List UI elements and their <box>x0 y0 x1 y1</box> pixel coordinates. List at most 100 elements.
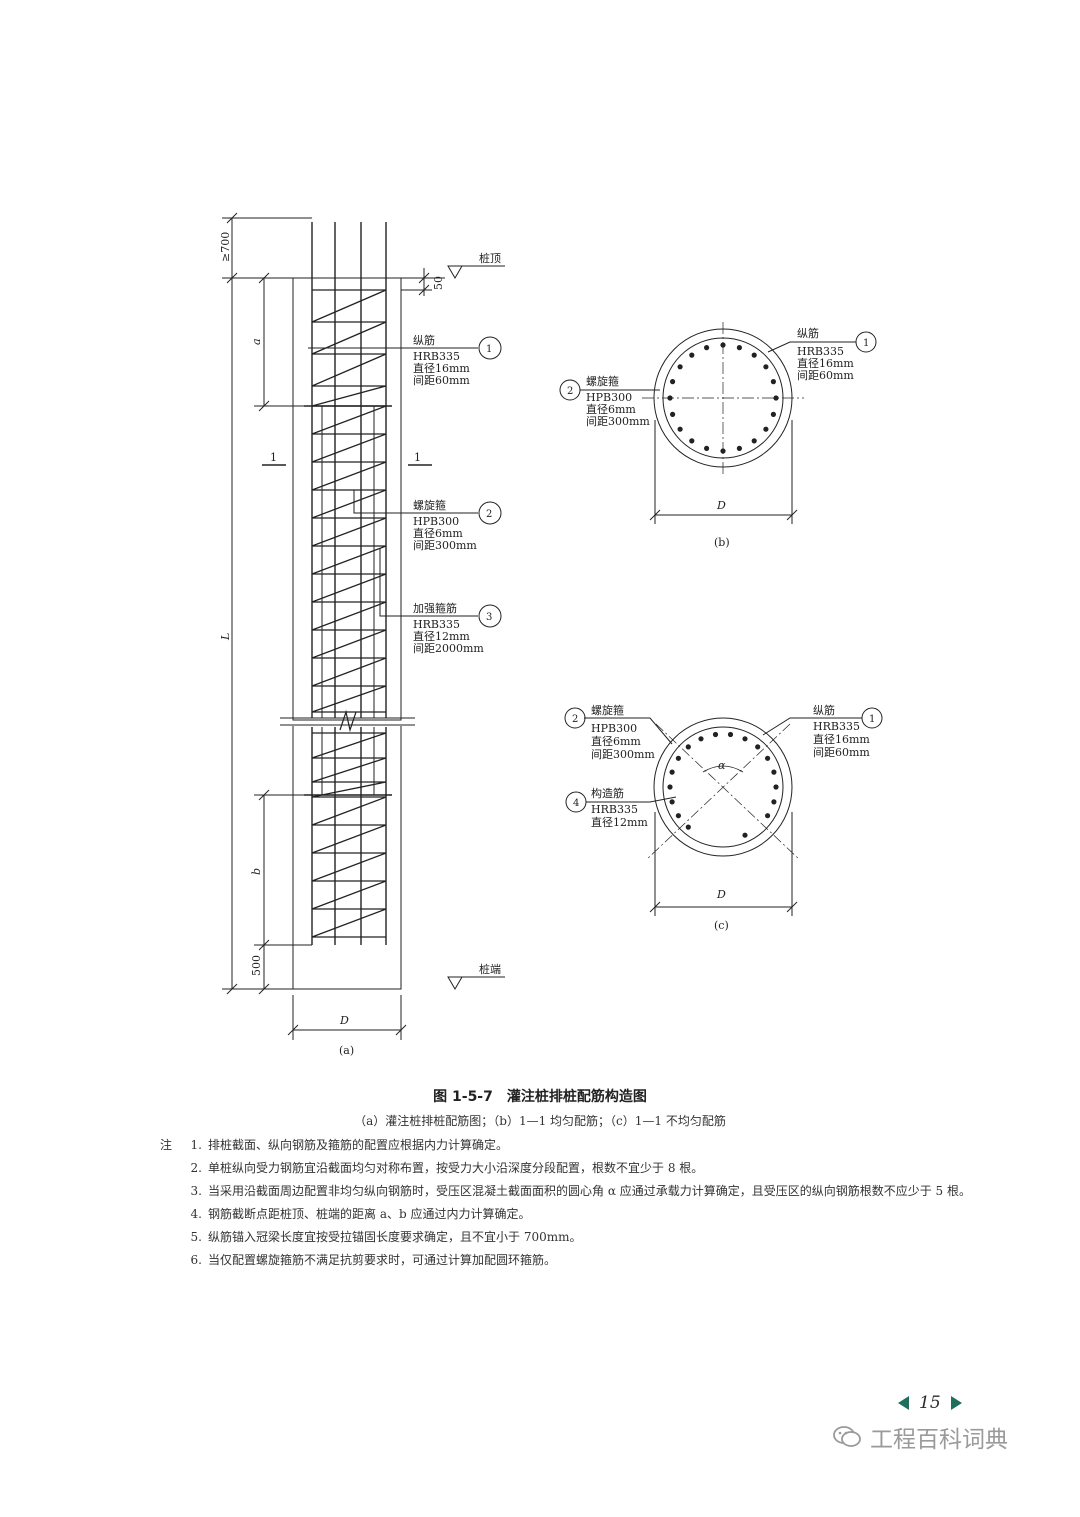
callout-circle-b-1 <box>855 331 877 353</box>
rebar-dot <box>669 799 675 805</box>
section-mark-right: 1 <box>414 451 421 464</box>
rebar-dot <box>720 342 726 348</box>
rebar-dot <box>720 448 726 454</box>
rebar-dot <box>755 744 761 750</box>
callout-circle-c-1 <box>861 707 883 729</box>
break-symbol <box>339 709 357 733</box>
rebar-dot <box>677 364 683 370</box>
rebar-dot <box>742 832 748 838</box>
notes-block: 注 1. 排桩截面、纵向钢筋及箍筋的配置应根据内力计算确定。 2. 单桩纵向受力… <box>160 1134 980 1272</box>
rebar-dot <box>698 736 704 742</box>
svg-text:构造筋: 构造筋 <box>591 786 624 800</box>
dim-700-label: ≥700 <box>219 232 232 262</box>
svg-text:间距300mm: 间距300mm <box>586 415 650 428</box>
watermark: 工程百科词典 <box>832 1420 1008 1454</box>
svg-text:螺旋箍: 螺旋箍 <box>591 703 624 717</box>
callout-num-b-1: 1 <box>863 338 869 349</box>
svg-text:螺旋箍: 螺旋箍 <box>586 374 619 388</box>
pile-section-outer <box>653 717 793 857</box>
section-mark-left: 1 <box>270 451 277 464</box>
rebar-dot <box>712 731 719 738</box>
svg-text:HPB300: HPB300 <box>591 722 637 735</box>
svg-text:HPB300: HPB300 <box>586 391 632 404</box>
rebar-dot <box>685 744 691 750</box>
svg-text:直径16mm: 直径16mm <box>813 732 870 746</box>
svg-text:直径12mm: 直径12mm <box>591 815 648 829</box>
leader-3 <box>379 548 478 617</box>
dim-50-label: 50 <box>432 276 445 290</box>
svg-text:间距60mm: 间距60mm <box>413 374 470 387</box>
rebar-dot <box>771 799 777 805</box>
rebar-dot <box>669 769 675 775</box>
rebar-dot <box>770 411 777 417</box>
svg-text:螺旋箍: 螺旋箍 <box>413 498 446 512</box>
rebar-dot <box>689 438 695 444</box>
figure-a-caption: (a) <box>339 1044 354 1057</box>
svg-text:纵筋: 纵筋 <box>413 333 435 347</box>
rebar-dot <box>667 784 673 790</box>
rebar-dot <box>773 784 779 790</box>
longitudinal-bars-uniform <box>667 342 779 454</box>
leader-2 <box>353 490 478 514</box>
page-number: 15 <box>919 1393 941 1413</box>
rebar-dot <box>742 736 748 742</box>
callout-circle-3 <box>478 604 502 628</box>
longitudinal-bars-nonuniform <box>667 731 779 838</box>
next-page-icon[interactable] <box>950 1396 962 1410</box>
callout-text-2: 螺旋箍 HPB300 直径6mm 间距300mm <box>413 498 477 552</box>
figure-c-section <box>564 707 883 916</box>
svg-text:纵筋: 纵筋 <box>797 326 819 340</box>
spiral-ring <box>662 726 784 848</box>
angle-ray-1 <box>655 723 801 861</box>
note-item: 4. 钢筋截断点距桩顶、桩端的距离 a、b 应通过内力计算确定。 <box>190 1207 531 1221</box>
leader-c-1 <box>762 717 862 736</box>
figure-c-caption: (c) <box>714 919 729 932</box>
prev-page-icon[interactable] <box>898 1396 909 1410</box>
figure-title: 图 1-5-7 灌注桩排桩配筋构造图 <box>433 1089 647 1105</box>
callout-num-c-4: 4 <box>573 798 579 809</box>
rebar-dot <box>763 426 769 432</box>
rebar-dot <box>727 731 734 738</box>
rebar-dot <box>770 379 777 385</box>
rebar-dot <box>773 395 779 401</box>
svg-text:HRB335: HRB335 <box>797 345 844 358</box>
callout-num-c-2: 2 <box>572 714 578 725</box>
callout-circle-b-2 <box>559 379 581 401</box>
dim-b-label: b <box>250 868 263 875</box>
rebar-dot <box>675 755 682 761</box>
rebar-dot <box>689 352 695 358</box>
spiral-stirrup-lower <box>311 732 387 938</box>
callout-circle-2 <box>478 501 502 525</box>
callout-text-b-2: 螺旋箍 HPB300 直径6mm 间距300mm <box>586 374 650 428</box>
callout-circle-c-4 <box>565 791 587 813</box>
svg-text:直径16mm: 直径16mm <box>413 361 470 375</box>
svg-text:直径6mm: 直径6mm <box>413 526 463 540</box>
callout-num-1: 1 <box>486 344 492 355</box>
reinforcement-drawing: 桩顶 桩端 ≥700 50 a L b 500 D 1 1 (a) 1 2 3 … <box>219 212 883 1057</box>
rebar-dot <box>670 379 676 385</box>
callout-text-b-1: 纵筋 HRB335 直径16mm 间距60mm <box>797 326 854 382</box>
figure-b-caption: (b) <box>714 536 730 549</box>
rebar-dot <box>670 411 676 417</box>
pile-top-label: 桩顶 <box>479 251 501 265</box>
rebar-dot <box>751 352 757 358</box>
dim-a-label: a <box>250 338 263 345</box>
rebar-dot <box>667 395 673 401</box>
pile-outline-upper <box>292 277 402 721</box>
svg-text:HRB335: HRB335 <box>813 720 860 733</box>
svg-text:HRB335: HRB335 <box>413 350 460 363</box>
rebar-dot <box>763 364 769 370</box>
angle-arc <box>702 765 744 773</box>
rebar-dot <box>704 445 710 451</box>
figure-a-elevation <box>222 212 505 1040</box>
callout-text-3: 加强箍筋 HRB335 直径12mm 间距2000mm <box>413 601 484 655</box>
pile-outline-lower <box>292 726 402 990</box>
dim-L-label: L <box>219 633 232 641</box>
rebar-dot <box>765 755 771 761</box>
svg-text:纵筋: 纵筋 <box>813 703 835 717</box>
callout-num-2: 2 <box>486 509 492 520</box>
dim-D-b-label: D <box>716 499 726 512</box>
rebar-dot <box>736 445 743 451</box>
callout-circle-c-2 <box>564 707 586 729</box>
callout-num-c-1: 1 <box>869 714 875 725</box>
